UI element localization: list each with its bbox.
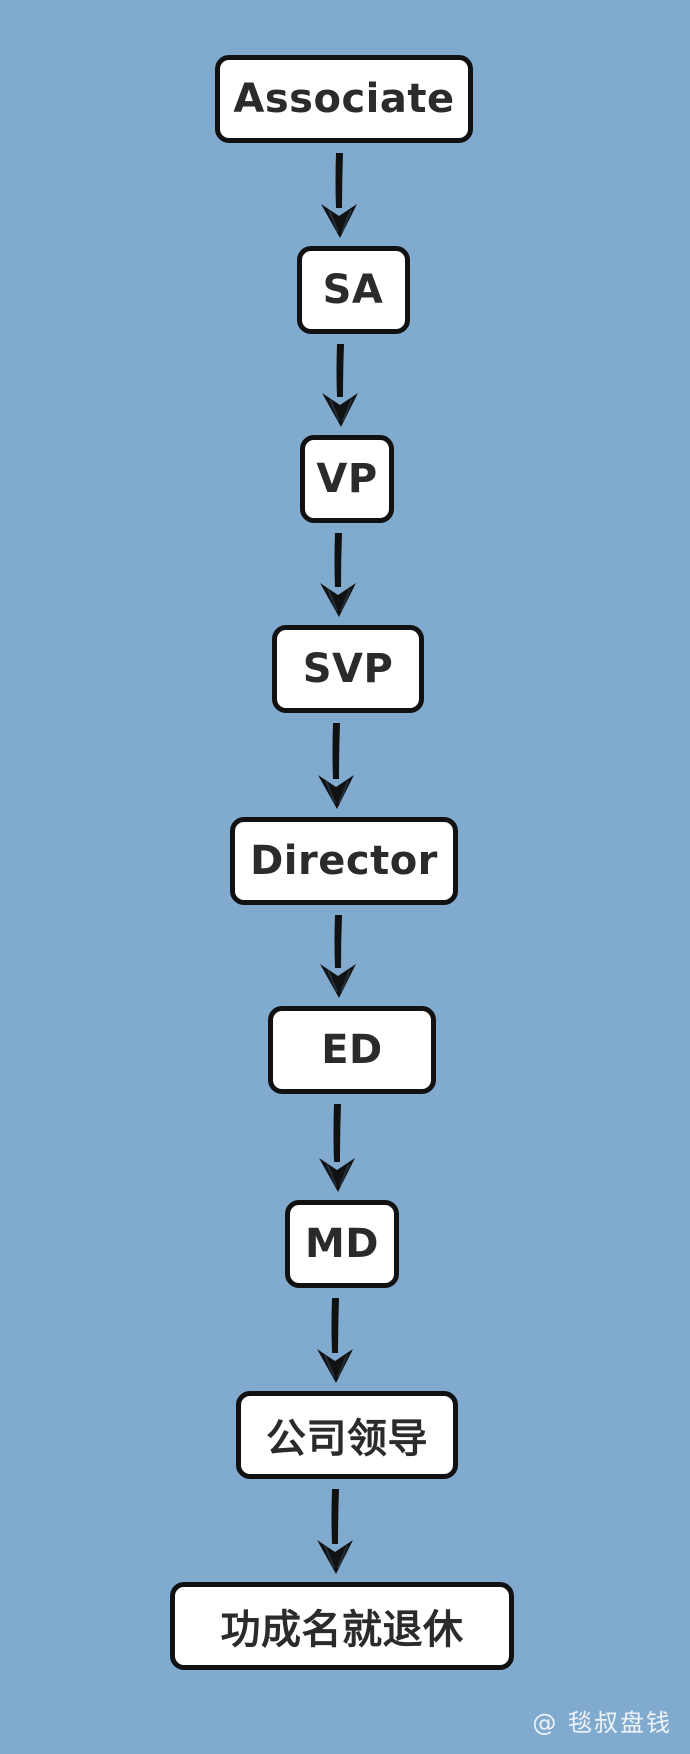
node-company-leader: 公司领导 — [236, 1391, 458, 1479]
arrow-md-to-company-leader — [316, 1298, 353, 1383]
node-director: Director — [230, 817, 458, 905]
arrow-company-leader-to-retire — [316, 1489, 353, 1574]
node-associate: Associate — [215, 55, 473, 143]
node-md: MD — [285, 1200, 399, 1288]
node-ed: ED — [268, 1006, 436, 1094]
arrow-director-to-ed — [320, 915, 356, 998]
node-vp: VP — [300, 435, 394, 523]
watermark: @ 毯叔盘钱 — [532, 1709, 672, 1737]
node-retire: 功成名就退休 — [170, 1582, 514, 1670]
arrow-svp-to-director — [318, 723, 354, 809]
arrow-associate-to-sa — [320, 153, 357, 238]
node-svp: SVP — [272, 625, 424, 713]
arrow-vp-to-svp — [319, 533, 356, 617]
arrow-sa-to-vp — [322, 344, 358, 427]
arrow-ed-to-md — [319, 1104, 355, 1192]
node-sa: SA — [296, 246, 410, 334]
